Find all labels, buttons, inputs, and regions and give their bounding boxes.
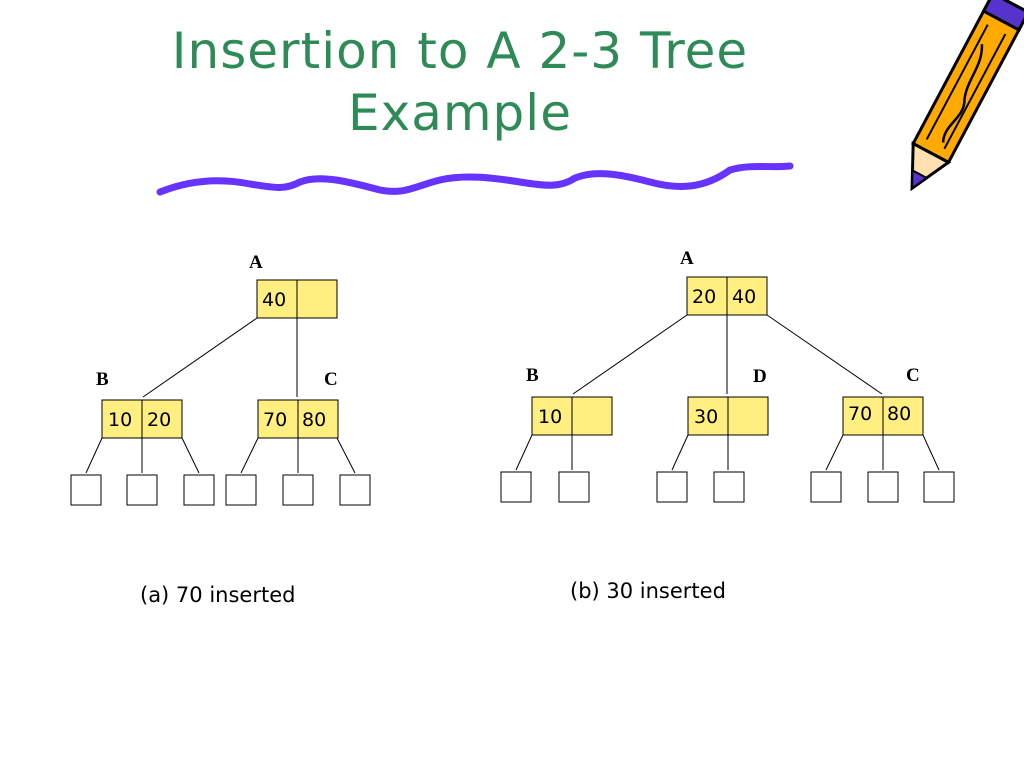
tree-a-node-B-label: B xyxy=(96,369,109,390)
tree-a-node-C-cell-1 xyxy=(257,399,299,439)
tree-b-node-C-label: C xyxy=(906,365,920,386)
tree-b-node-C: 70 80 C xyxy=(842,365,924,436)
tree-b-node-D-cell-2 xyxy=(727,396,769,436)
tree-b-node-B-label: B xyxy=(526,365,539,386)
decorative-squiggle xyxy=(156,162,794,196)
tree-b-node-B-cell-2 xyxy=(571,396,613,436)
tree-b-node-A-label: A xyxy=(680,248,694,269)
tree-a-node-C-key-2: 80 xyxy=(302,409,326,431)
tree-b-node-B-cell-1 xyxy=(531,396,573,436)
tree-b-node-C-cell-2 xyxy=(882,396,924,436)
tree-a-leaf xyxy=(282,474,314,506)
tree-b-node-A-key-2: 40 xyxy=(732,286,756,308)
tree-a-node-C-key-1: 70 xyxy=(263,409,287,431)
tree-b-node-A: 20 40 A xyxy=(680,248,768,316)
tree-b-node-C-key-2: 80 xyxy=(887,403,911,425)
tree-a-leaf xyxy=(339,474,371,506)
tree-a-caption: (a) 70 inserted xyxy=(140,583,296,607)
tree-a-node-C: 70 80 C xyxy=(257,369,339,439)
tree-a-leaf xyxy=(70,474,102,506)
tree-b-leaf xyxy=(558,471,590,503)
tree-a-leaf xyxy=(225,474,257,506)
tree-a-node-C-cell-2 xyxy=(297,399,339,439)
tree-a-leaf xyxy=(183,474,215,506)
tree-b-node-D-cell-1 xyxy=(687,396,729,436)
tree-a-leaf xyxy=(126,474,158,506)
tree-b-leaves xyxy=(500,471,955,503)
tree-b-leaf xyxy=(713,471,745,503)
tree-b-caption: (b) 30 inserted xyxy=(570,579,726,603)
tree-a-node-C-label: C xyxy=(324,369,338,390)
tree-b-node-A-cell-1 xyxy=(686,276,728,316)
tree-b-edges xyxy=(515,314,940,471)
tree-a-node-B-key-2: 20 xyxy=(147,409,171,431)
tree-b-node-B: 10 B xyxy=(526,365,613,436)
tree-b-node-D-label: D xyxy=(753,366,767,387)
tree-a-node-A: 40 A xyxy=(249,252,338,319)
tree-b-node-D: 30 D xyxy=(687,366,769,436)
tree-a-node-B-cell-2 xyxy=(141,399,183,439)
tree-b-leaf xyxy=(500,471,532,503)
tree-b-node-A-cell-2 xyxy=(726,276,768,316)
tree-b-node-A-key-1: 20 xyxy=(692,286,716,308)
slide-title: Insertion to A 2-3 Tree Example xyxy=(100,20,820,144)
tree-b-leaf xyxy=(656,471,688,503)
title-line-1: Insertion to A 2-3 Tree xyxy=(171,22,749,80)
tree-a-edges xyxy=(85,317,356,474)
tree-b-leaf xyxy=(867,471,899,503)
pencil-icon xyxy=(910,0,1024,192)
tree-a-node-A-key-1: 40 xyxy=(262,289,286,311)
tree-a-node-A-label: A xyxy=(249,252,263,273)
tree-b-leaf xyxy=(810,471,842,503)
tree-a-node-B-key-1: 10 xyxy=(108,409,132,431)
tree-b-node-C-key-1: 70 xyxy=(848,403,872,425)
tree-b-node-C-cell-1 xyxy=(842,396,884,436)
tree-a-node-A-cell-2 xyxy=(296,279,338,319)
tree-a-leaves xyxy=(70,474,371,506)
tree-b-node-D-key-1: 30 xyxy=(694,406,718,428)
title-line-2: Example xyxy=(348,84,572,142)
tree-a-node-B: 10 20 B xyxy=(96,369,183,439)
tree-b-node-B-key-1: 10 xyxy=(538,406,562,428)
tree-b-leaf xyxy=(923,471,955,503)
